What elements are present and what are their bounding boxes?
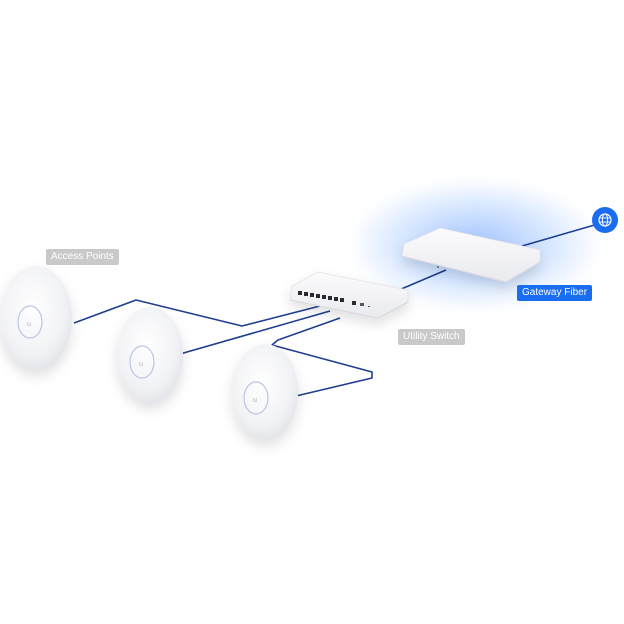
- utility-switch-label: Utility Switch: [398, 329, 465, 345]
- svg-text:u: u: [27, 321, 31, 328]
- access-point-1: u: [0, 266, 72, 370]
- gateway-fiber: [401, 227, 541, 283]
- gateway-fiber-label: Gateway Fiber: [517, 285, 593, 301]
- svg-text:u: u: [253, 397, 257, 404]
- cable-gateway-internet: [521, 223, 599, 247]
- switch-ports: [298, 291, 370, 307]
- svg-text:u: u: [139, 361, 143, 368]
- cable-ap3-switch: [271, 317, 373, 397]
- access-point-3: u: [232, 344, 298, 440]
- access-point-2: u: [117, 307, 183, 403]
- access-points-label: Access Points: [46, 249, 119, 265]
- globe-icon: [592, 207, 618, 233]
- cable-ap2-switch: [179, 310, 331, 355]
- utility-switch: [289, 271, 409, 319]
- cable-ap1-switch: [73, 299, 321, 327]
- cables: [73, 223, 599, 397]
